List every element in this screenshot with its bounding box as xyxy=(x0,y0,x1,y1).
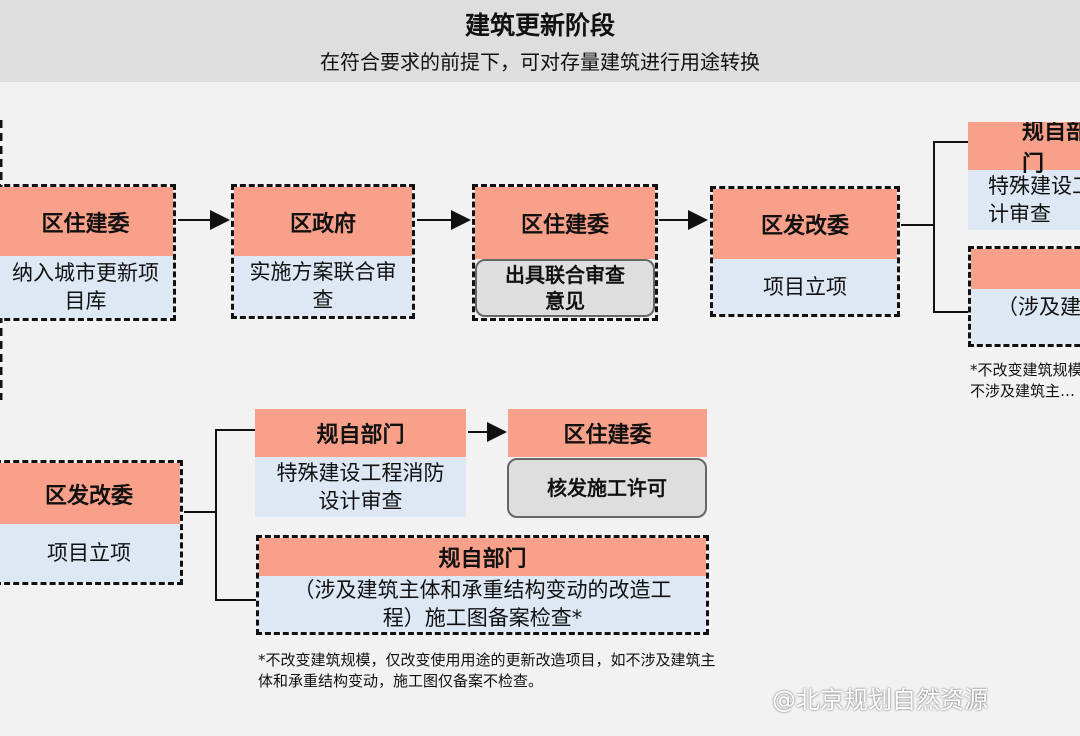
task-label: （涉及建筑主体和承重结构变动的改造工程）施工图备案检查* xyxy=(259,576,706,632)
agency-label: 区住建委 xyxy=(475,187,655,259)
agency-label: 规自部门 xyxy=(968,122,1080,177)
agency-label: 区住建委 xyxy=(508,409,707,457)
task-label: 出具联合审查意见 xyxy=(475,259,655,317)
agency-label: 区发改委 xyxy=(0,463,180,524)
stage-subtitle: 在符合要求的前提下，可对存量建筑进行用途转换 xyxy=(320,50,760,74)
agency-label xyxy=(971,249,1080,289)
agency-label: 区住建委 xyxy=(0,187,173,256)
agency-label: 区发改委 xyxy=(713,189,897,259)
task-label: 项目立项 xyxy=(0,524,180,582)
step-drawings-check: 规自部门 （涉及建筑主体和承重结构变动的改造工程）施工图备案检查* xyxy=(256,535,709,635)
task-label: 项目立项 xyxy=(713,259,897,314)
permit-task: 核发施工许可 xyxy=(507,458,707,518)
task-label: 特殊建设工程消防设计审查 xyxy=(255,457,466,517)
step-project-approval-bottom: 区发改委 项目立项 xyxy=(0,460,183,585)
stage-header xyxy=(0,0,1080,82)
task-label: 特殊建设工程消防设计审查 xyxy=(968,170,1080,230)
step-fire-review-top: 规自部门 特殊建设工程消防设计审查 xyxy=(968,122,1080,230)
task-label: 纳入城市更新项目库 xyxy=(0,256,173,318)
watermark: @北京规划自然资源 xyxy=(772,686,988,714)
agency-label: 区政府 xyxy=(234,187,412,256)
permit-agency: 区住建委 xyxy=(508,409,707,457)
step-drawings-top: （涉及建筑 xyxy=(968,246,1080,347)
step-include-project-library: 区住建委 纳入城市更新项目库 xyxy=(0,184,176,321)
top-note: *不改变建筑规模… 不涉及建筑主… xyxy=(970,361,1080,400)
agency-label: 规自部门 xyxy=(255,409,466,457)
step-joint-review: 区政府 实施方案联合审查 xyxy=(231,184,415,319)
stage-title: 建筑更新阶段 xyxy=(464,11,615,40)
agency-label: 规自部门 xyxy=(259,538,706,576)
step-review-opinion: 区住建委 出具联合审查意见 xyxy=(472,184,658,321)
task-label: （涉及建筑 xyxy=(971,289,1080,344)
task-label: 实施方案联合审查 xyxy=(234,256,412,316)
step-project-approval: 区发改委 项目立项 xyxy=(710,186,900,317)
step-fire-review: 规自部门 特殊建设工程消防设计审查 xyxy=(255,409,466,517)
bottom-note: *不改变建筑规模，仅改变使用用途的更新改造项目，如不涉及建筑主体和承重结构变动，… xyxy=(258,651,716,690)
